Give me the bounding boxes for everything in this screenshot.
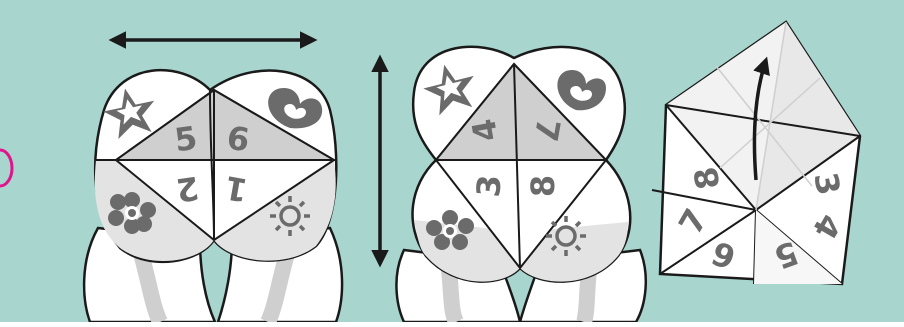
left-number-6: 6	[224, 119, 251, 160]
middle-number-3: 3	[469, 173, 509, 198]
step-badge-edge	[0, 148, 14, 188]
heart-icon	[557, 70, 606, 111]
left-number-5: 5	[172, 119, 199, 160]
panel-middle: 4 7 3 8	[371, 45, 647, 326]
open-flap-arrow	[752, 56, 770, 181]
middle-number-8: 8	[524, 175, 562, 197]
flower-icon	[108, 192, 156, 234]
flower-icon	[426, 210, 474, 250]
left-number-2: 2	[174, 169, 201, 210]
sun-icon	[546, 216, 586, 256]
sun-icon	[270, 196, 310, 236]
panel-left: 5 6 2 1	[82, 31, 344, 326]
panel-right: 8 7 6 5 4 3	[651, 20, 862, 286]
